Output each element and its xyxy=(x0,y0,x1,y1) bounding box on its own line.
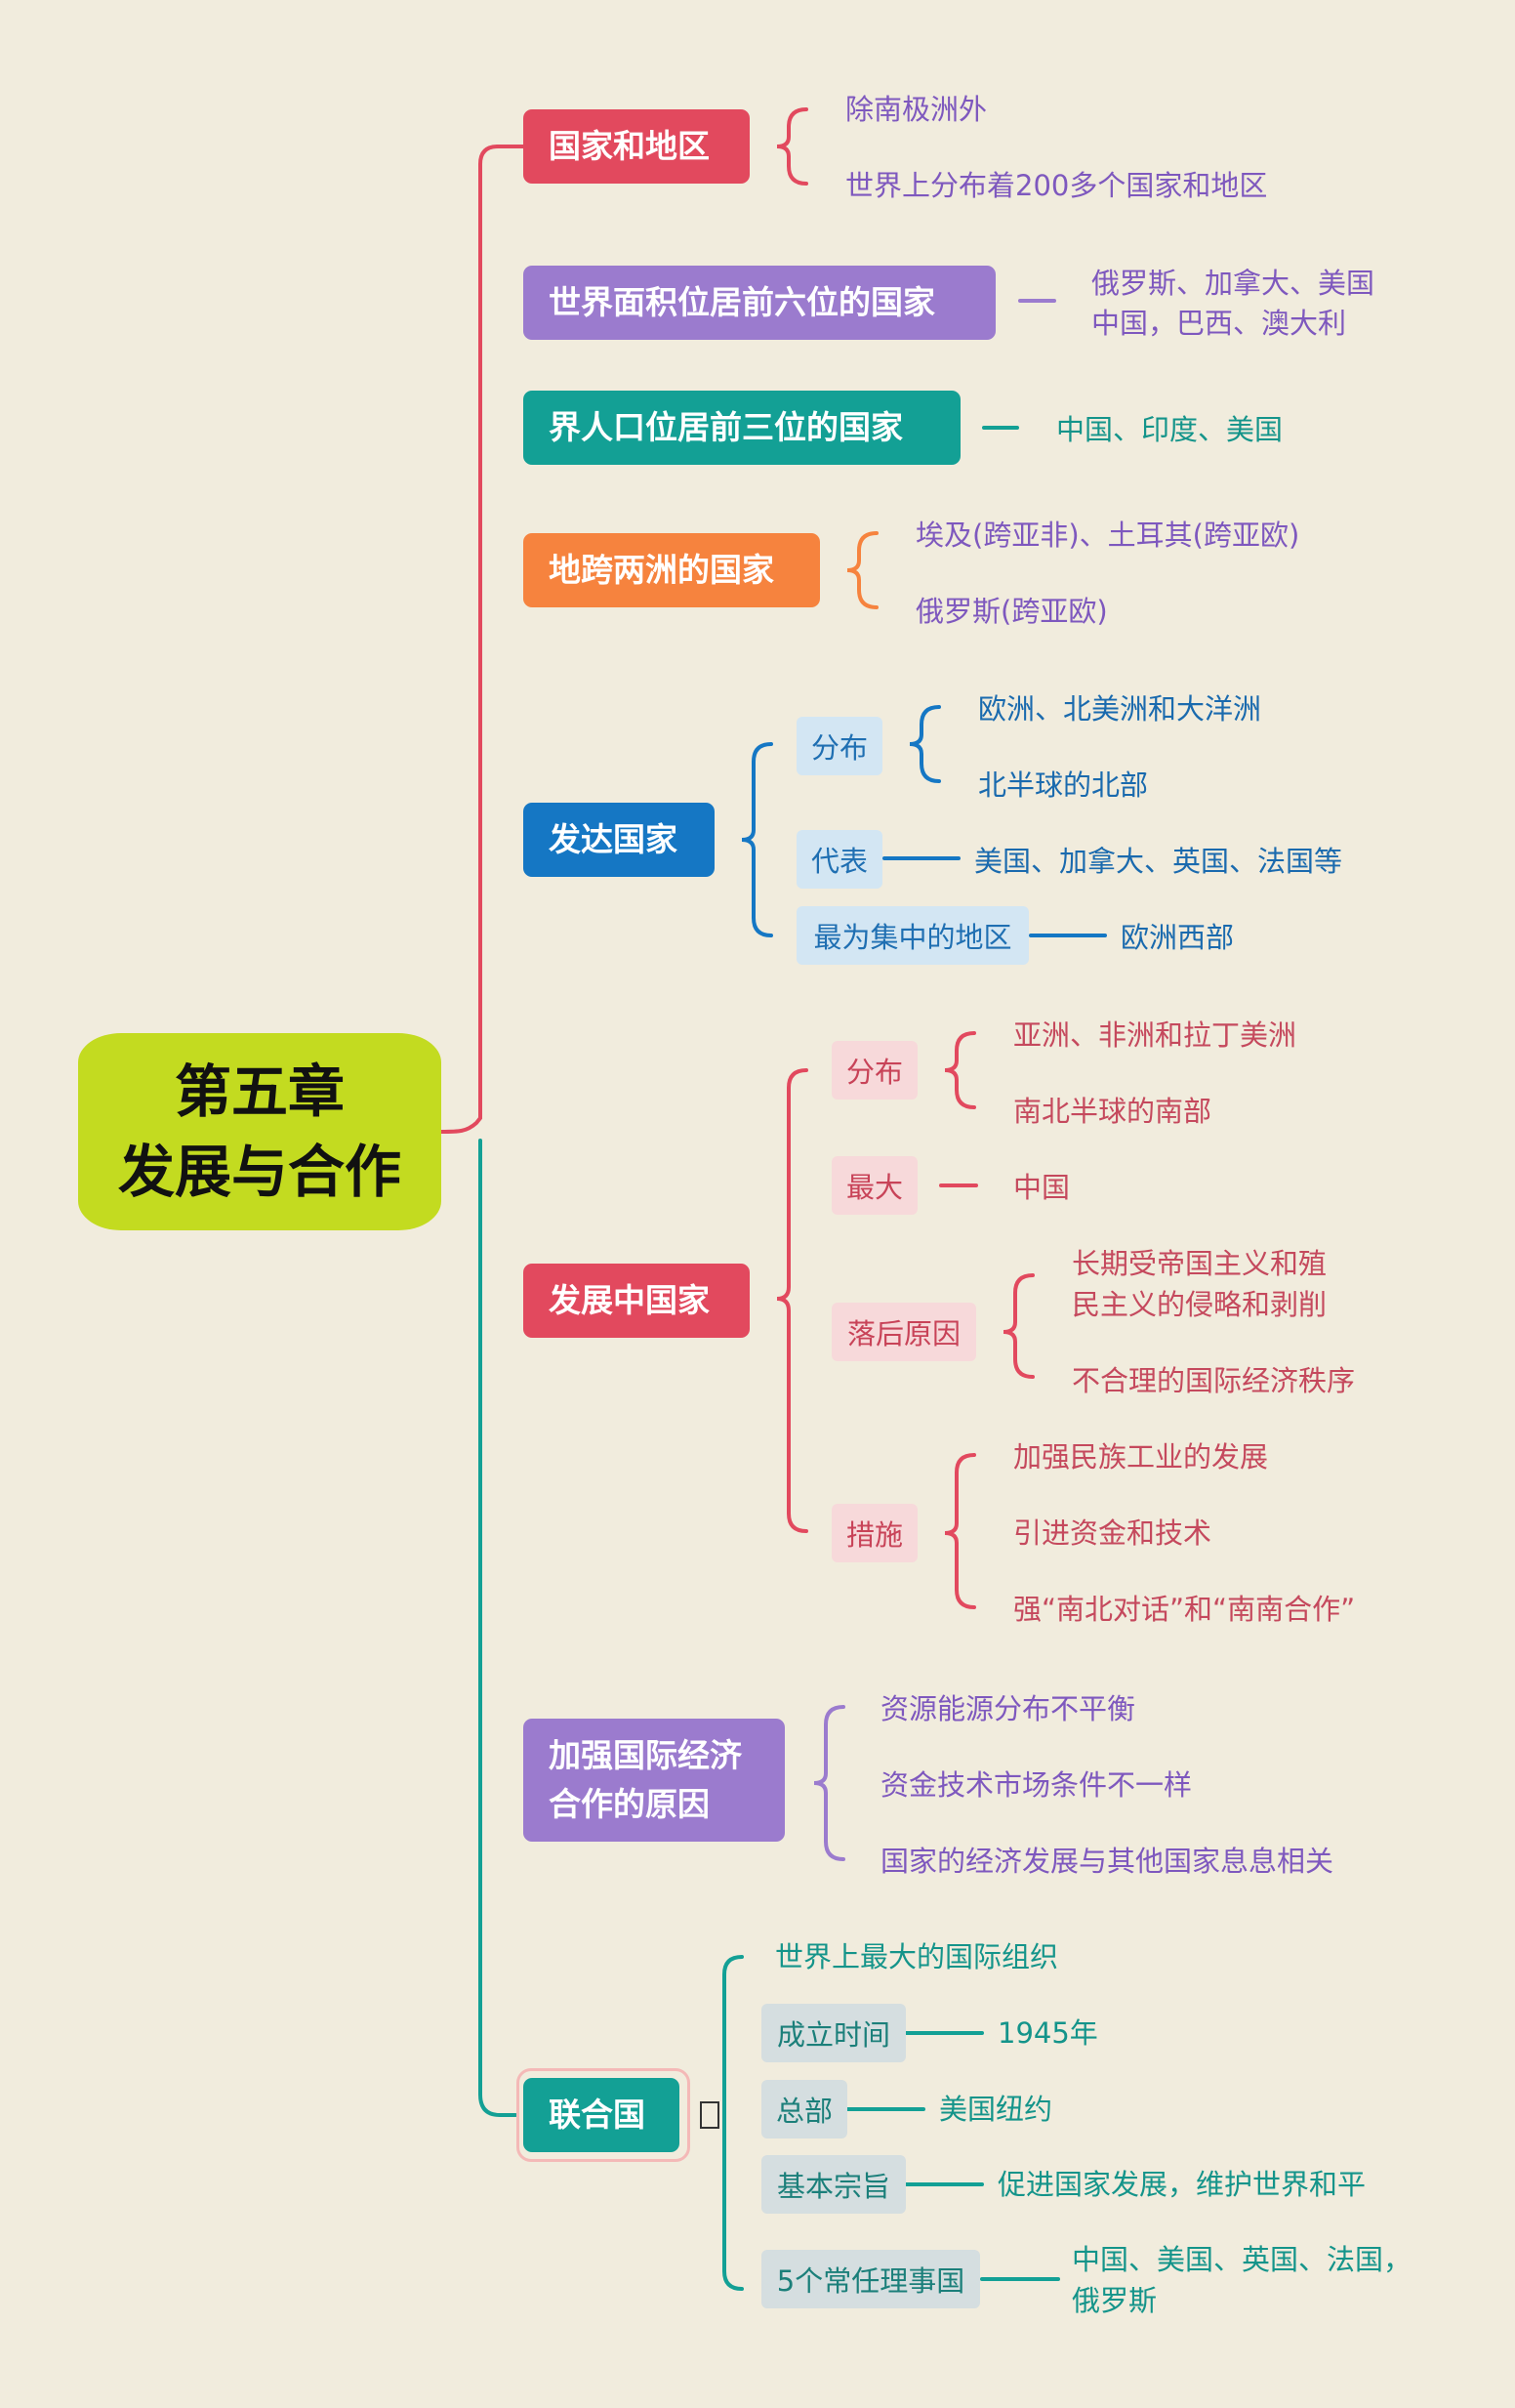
cooperation-label-line2: 合作的原因 xyxy=(549,1785,710,1823)
developed-distribution-node: 分布 xyxy=(797,717,882,775)
top-area-line-1: 俄罗斯、加拿大、美国 xyxy=(1091,267,1375,300)
top-population-value: 中国、印度、美国 xyxy=(1056,413,1284,446)
developed-representative-value: 美国、加拿大、英国、法国等 xyxy=(974,845,1343,878)
branch-top-population: 界人口位居前三位的国家 xyxy=(523,391,961,465)
developing-distribution-node: 分布 xyxy=(832,1041,918,1100)
developing-distribution-item-2: 南北半球的南部 xyxy=(1013,1095,1212,1128)
top-area-line-2: 中国，巴西、澳大利 xyxy=(1091,307,1347,340)
developing-largest-value: 中国 xyxy=(1013,1171,1071,1204)
regions-item-1: 除南极洲外 xyxy=(845,93,988,126)
two-continents-item-2: 俄罗斯(跨亚欧) xyxy=(916,595,1108,628)
developed-distribution-item-2: 北半球的北部 xyxy=(978,768,1149,802)
un-hq-node: 总部 xyxy=(761,2080,847,2138)
un-founded-value: 1945年 xyxy=(998,2016,1098,2050)
branch-developing: 发展中国家 xyxy=(523,1264,750,1338)
branch-top-area: 世界面积位居前六位的国家 xyxy=(523,266,996,340)
developed-concentrated-node: 最为集中的地区 xyxy=(797,906,1029,965)
developing-causes-node: 落后原因 xyxy=(832,1303,976,1361)
central-topic: 第五章 发展与合作 xyxy=(78,1033,441,1230)
developing-causes-line-1: 长期受帝国主义和殖 xyxy=(1072,1247,1328,1280)
branch-developed: 发达国家 xyxy=(523,803,715,877)
un-highlight-ring xyxy=(516,2068,690,2162)
cooperation-item-2: 资金技术市场条件不一样 xyxy=(880,1768,1193,1802)
un-founded-node: 成立时间 xyxy=(761,2004,906,2062)
developing-causes-item-2: 不合理的国际经济秩序 xyxy=(1072,1364,1356,1397)
un-council-line-1: 中国、美国、英国、法国， xyxy=(1072,2243,1413,2276)
missing-glyph-icon xyxy=(700,2101,719,2129)
un-fact: 世界上最大的国际组织 xyxy=(775,1940,1059,1973)
developing-measures-node: 措施 xyxy=(832,1504,918,1562)
developed-concentrated-value: 欧洲西部 xyxy=(1121,921,1235,954)
regions-item-2: 世界上分布着200多个国家和地区 xyxy=(845,169,1268,202)
central-title-line2: 发展与合作 xyxy=(117,1139,401,1205)
un-hq-value: 美国纽约 xyxy=(939,2093,1053,2126)
branch-cooperation: 加强国际经济 合作的原因 xyxy=(523,1719,785,1842)
un-council-line-2: 俄罗斯 xyxy=(1072,2284,1158,2317)
cooperation-item-1: 资源能源分布不平衡 xyxy=(880,1692,1136,1725)
un-purpose-value: 促进国家发展，维护世界和平 xyxy=(998,2168,1367,2201)
developing-causes-line-2: 民主义的侵略和剥削 xyxy=(1072,1288,1328,1321)
branch-un: 联合国 xyxy=(523,2078,679,2152)
un-council-node: 5个常任理事国 xyxy=(761,2250,980,2308)
two-continents-item-1: 埃及(跨亚非)、土耳其(跨亚欧) xyxy=(916,519,1300,552)
developing-measures-item-3: 强“南北对话”和“南南合作” xyxy=(1013,1593,1356,1626)
central-title-line1: 第五章 xyxy=(174,1059,345,1125)
developing-measures-item-1: 加强民族工业的发展 xyxy=(1013,1440,1269,1474)
un-purpose-node: 基本宗旨 xyxy=(761,2155,906,2214)
developing-measures-item-2: 引进资金和技术 xyxy=(1013,1516,1212,1550)
branch-regions: 国家和地区 xyxy=(523,109,750,184)
developing-largest-node: 最大 xyxy=(832,1156,918,1215)
developed-distribution-item-1: 欧洲、北美洲和大洋洲 xyxy=(978,692,1262,726)
developed-representative-node: 代表 xyxy=(797,830,882,889)
branch-two-continents: 地跨两洲的国家 xyxy=(523,533,820,607)
developing-distribution-item-1: 亚洲、非洲和拉丁美洲 xyxy=(1013,1018,1297,1052)
cooperation-label-line1: 加强国际经济 xyxy=(549,1736,742,1774)
cooperation-item-3: 国家的经济发展与其他国家息息相关 xyxy=(880,1845,1334,1878)
